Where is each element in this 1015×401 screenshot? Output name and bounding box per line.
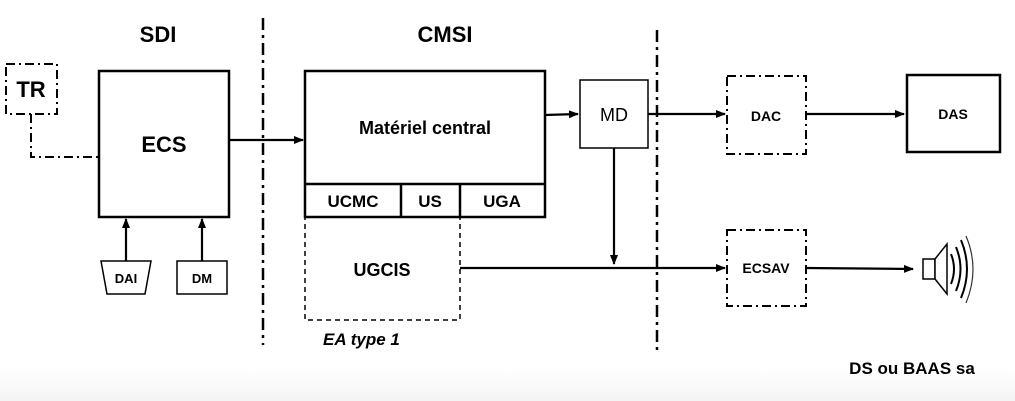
us-label: US xyxy=(418,192,442,211)
ecsav-label: ECSAV xyxy=(742,260,790,276)
ecsav-box xyxy=(726,229,807,307)
ecs-box xyxy=(97,69,231,219)
speaker-icon xyxy=(922,235,974,304)
uga-label: UGA xyxy=(483,192,521,211)
materiel-to-md-arrow xyxy=(544,110,579,119)
ecs-label: ECS xyxy=(141,132,186,157)
tr-box xyxy=(5,63,58,115)
tr-label: TR xyxy=(16,77,45,102)
ugcis-box xyxy=(304,216,461,321)
dai-shape xyxy=(100,260,152,295)
md-box xyxy=(579,79,649,149)
das-label: DAS xyxy=(938,106,968,122)
md-label: MD xyxy=(600,105,628,125)
sdi-title: SDI xyxy=(140,22,177,47)
dai-label: DAI xyxy=(115,271,137,286)
materiel-central-box xyxy=(303,69,547,219)
das-box xyxy=(905,73,1002,154)
dac-label: DAC xyxy=(751,108,781,124)
cmsi-title: CMSI xyxy=(418,22,473,47)
ugcis-label: UGCIS xyxy=(353,260,410,280)
tr-ecs-link xyxy=(30,114,98,158)
dm-label: DM xyxy=(192,271,212,286)
ucmc-label: UCMC xyxy=(328,192,379,211)
ecsav-to-speaker-arrow xyxy=(805,264,914,273)
materiel-central-label: Matériel central xyxy=(359,118,491,138)
ea-type-label: EA type 1 xyxy=(323,330,400,349)
ds-baas-label: DS ou BAAS sa xyxy=(849,359,975,378)
dac-box xyxy=(726,75,807,155)
bottom-strip xyxy=(0,368,1015,401)
